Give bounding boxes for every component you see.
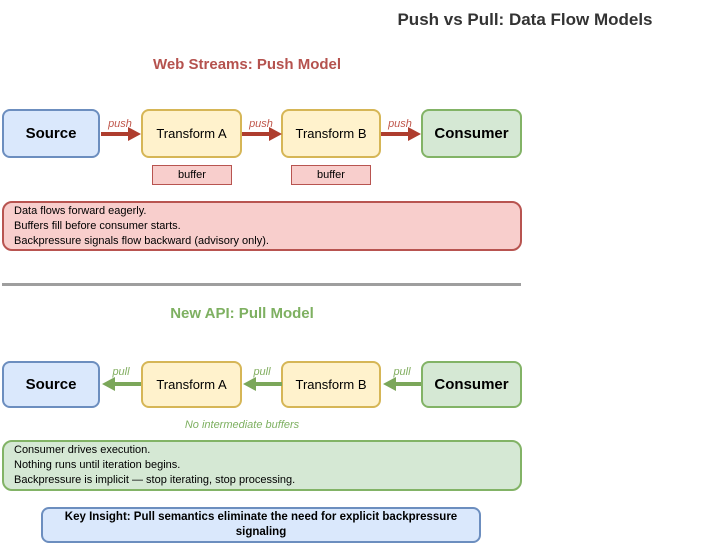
section-divider	[2, 283, 521, 286]
pull-transform-b-node: Transform B	[281, 361, 381, 408]
pull-section-heading: New API: Pull Model	[170, 305, 314, 322]
pull-arrowhead-1	[102, 377, 115, 391]
pull-arrow-label-2: pull	[253, 366, 271, 378]
push-section-heading: Web Streams: Push Model	[152, 56, 342, 73]
pull-note-line-2: Nothing runs until iteration begins.	[14, 459, 181, 471]
pull-source-node: Source	[2, 361, 100, 408]
push-note-box: Data flows forward eagerly. Buffers fill…	[2, 201, 522, 251]
pull-note-line-1: Consumer drives execution.	[14, 444, 151, 456]
push-note-line-2: Buffers fill before consumer starts.	[14, 219, 181, 232]
push-arrow-2	[242, 132, 269, 136]
push-arrowhead-1	[128, 127, 141, 141]
pull-note-box: Consumer drives execution. Nothing runs …	[2, 440, 522, 491]
pull-consumer-node: Consumer	[421, 361, 522, 408]
pull-arrowhead-3	[383, 377, 396, 391]
push-arrow-label-2: push	[249, 118, 273, 130]
push-arrowhead-2	[269, 127, 282, 141]
buffer-box-b: buffer	[291, 165, 371, 185]
push-consumer-node: Consumer	[421, 109, 522, 158]
pull-transform-a-node: Transform A	[141, 361, 242, 408]
push-arrow-label-1: push	[108, 118, 132, 130]
pull-arrow-2	[255, 382, 282, 386]
pull-arrow-label-1: pull	[112, 366, 130, 378]
buffer-box-a: buffer	[152, 165, 232, 185]
pull-arrow-1	[114, 382, 141, 386]
pull-note-line-3: Backpressure is implicit — stop iteratin…	[14, 474, 296, 486]
pull-arrowhead-2	[243, 377, 256, 391]
no-buffers-note: No intermediate buffers	[184, 419, 300, 431]
pull-arrow-label-3: pull	[393, 366, 411, 378]
push-transform-a-node: Transform A	[141, 109, 242, 158]
page-title: Push vs Pull: Data Flow Models	[397, 10, 653, 29]
push-arrow-3	[381, 132, 408, 136]
push-arrowhead-3	[408, 127, 421, 141]
pull-arrow-3	[395, 382, 421, 386]
push-arrow-1	[101, 132, 128, 136]
push-arrow-label-3: push	[388, 118, 412, 130]
key-insight-box: Key Insight: Pull semantics eliminate th…	[41, 507, 481, 543]
push-note-line-1: Data flows forward eagerly.	[14, 204, 147, 217]
push-transform-b-node: Transform B	[281, 109, 381, 158]
push-source-node: Source	[2, 109, 100, 158]
push-note-line-3: Backpressure signals flow backward (advi…	[14, 234, 269, 247]
